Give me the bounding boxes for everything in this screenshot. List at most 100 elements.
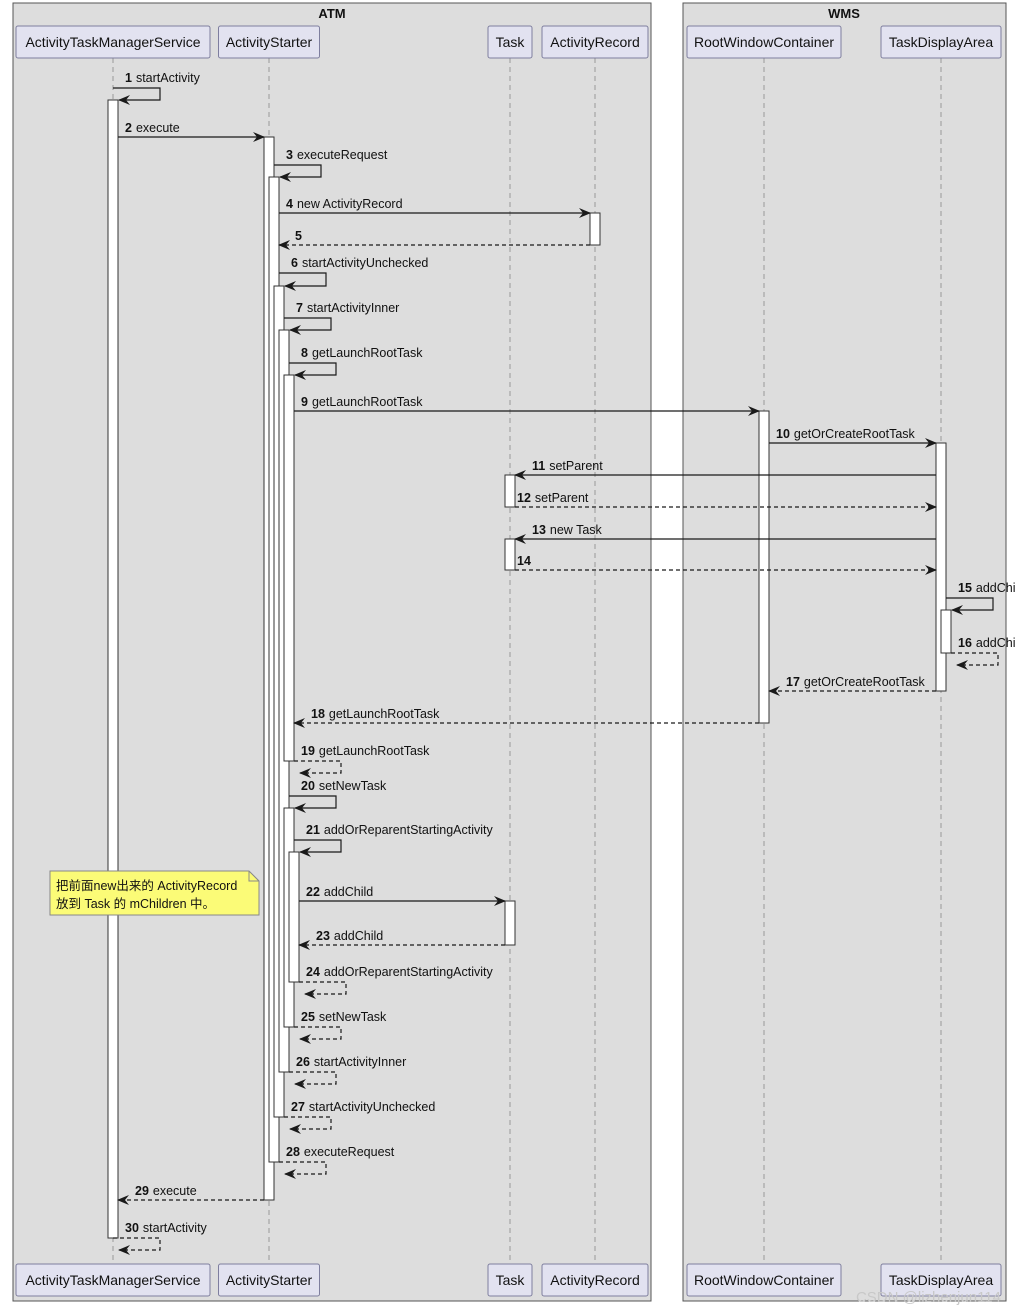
participant-label: ActivityTaskManagerService xyxy=(25,1272,200,1288)
message-text: setParent xyxy=(549,459,603,473)
message-arrow xyxy=(951,652,999,670)
participant-label: ActivityRecord xyxy=(550,34,639,50)
message-arrow xyxy=(289,1071,337,1089)
activation-bar-atms xyxy=(107,99,119,1239)
message-number: 18 xyxy=(311,707,325,721)
participant-rwc-bottom: RootWindowContainer xyxy=(686,1263,842,1297)
message-text: executeRequest xyxy=(297,148,388,162)
message-13: 13 new Task xyxy=(514,523,936,544)
activation-bar-tda xyxy=(940,609,952,654)
participant-label: TaskDisplayArea xyxy=(889,34,993,50)
message-text: getLaunchRootTask xyxy=(312,395,423,409)
participant-label: Task xyxy=(496,34,526,50)
message-number: 16 xyxy=(958,636,972,650)
message-text: getOrCreateRootTask xyxy=(804,675,926,689)
participant-atms-bottom: ActivityTaskManagerService xyxy=(15,1263,211,1297)
activation-bar-rwc xyxy=(758,410,770,724)
participant-task-bottom: Task xyxy=(487,1263,533,1297)
message-text: startActivity xyxy=(136,71,201,85)
participant-atms-top: ActivityTaskManagerService xyxy=(15,25,211,59)
activation-bar-task xyxy=(504,474,516,508)
watermark: CSDN @lizhenjun114 xyxy=(856,1289,1001,1306)
message-arrow xyxy=(294,1026,342,1044)
participant-as-top: ActivityStarter xyxy=(218,25,320,59)
participant-tda-bottom: TaskDisplayArea xyxy=(880,1263,1002,1297)
message-arrow xyxy=(113,1237,161,1255)
message-number: 8 xyxy=(301,346,308,360)
activation-bar-as xyxy=(288,851,300,983)
message-arrow xyxy=(279,1161,327,1179)
activation-bar-ar xyxy=(589,212,601,246)
message-text: new Task xyxy=(550,523,603,537)
message-text: setParent xyxy=(535,491,589,505)
message-text: startActivityUnchecked xyxy=(309,1100,435,1114)
message-number: 21 xyxy=(306,823,320,837)
activation-bar-task xyxy=(504,538,516,571)
message-text: addChild xyxy=(334,929,383,943)
participant-label: Task xyxy=(496,1272,526,1288)
participant-rwc-top: RootWindowContainer xyxy=(686,25,842,59)
message-number: 13 xyxy=(532,523,546,537)
message-text: getLaunchRootTask xyxy=(329,707,440,721)
message-number: 12 xyxy=(517,491,531,505)
message-text: startActivityInner xyxy=(307,301,399,315)
message-23: 23 addChild xyxy=(298,929,505,950)
message-text: getOrCreateRootTask xyxy=(794,427,916,441)
message-label: 18 getLaunchRootTask xyxy=(311,707,440,721)
message-text: addOrReparentStartingActivity xyxy=(324,965,494,979)
message-text: addOrReparentStartingActivity xyxy=(324,823,494,837)
message-label: 21 addOrReparentStartingActivity xyxy=(306,823,493,837)
message-arrow xyxy=(113,87,161,105)
note-line-2: 放到 Task 的 mChildren 中。 xyxy=(56,896,215,911)
message-text: addChild xyxy=(324,885,373,899)
message-arrow xyxy=(294,760,342,778)
message-text: startActivityInner xyxy=(314,1055,406,1069)
message-number: 26 xyxy=(296,1055,310,1069)
message-arrow xyxy=(294,839,342,857)
message-number: 2 xyxy=(125,121,132,135)
message-text: addChi xyxy=(976,581,1016,595)
message-number: 25 xyxy=(301,1010,315,1024)
message-text: startActivityUnchecked xyxy=(302,256,428,270)
message-arrow xyxy=(299,981,347,999)
activation-bars xyxy=(107,99,952,1239)
message-number: 1 xyxy=(125,71,132,85)
message-text: executeRequest xyxy=(304,1145,395,1159)
participant-tda-top: TaskDisplayArea xyxy=(880,25,1002,59)
message-arrow xyxy=(289,795,337,813)
note-line-1: 把前面new出来的 ActivityRecord xyxy=(56,878,237,893)
participants: ActivityTaskManagerServiceActivityTaskMa… xyxy=(15,25,1002,1297)
message-label: 13 new Task xyxy=(532,523,603,537)
message-number: 20 xyxy=(301,779,315,793)
group-box-wms-title: WMS xyxy=(828,6,860,21)
message-5: 5 xyxy=(278,229,590,250)
message-number: 23 xyxy=(316,929,330,943)
message-21: 21 addOrReparentStartingActivity xyxy=(294,823,493,857)
participant-label: ActivityRecord xyxy=(550,1272,639,1288)
message-number: 24 xyxy=(306,965,320,979)
